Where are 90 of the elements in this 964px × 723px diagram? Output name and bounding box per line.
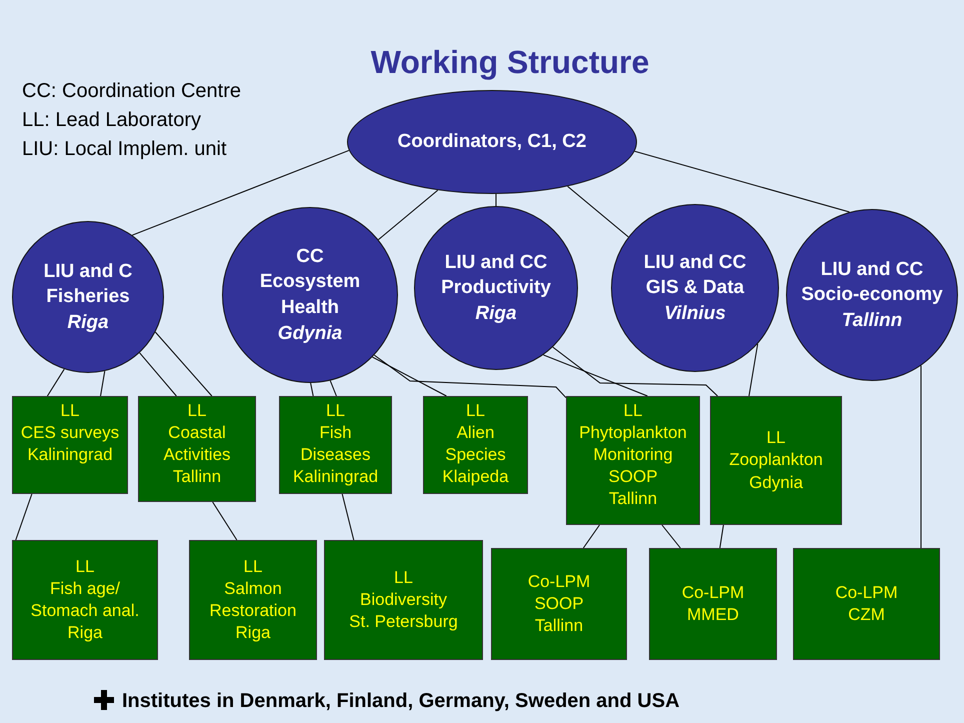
lab-box <box>649 548 777 660</box>
node-label: Co-LPM <box>682 582 744 604</box>
connector-line <box>212 502 238 540</box>
connector-line <box>342 494 354 540</box>
connector-line <box>15 494 32 540</box>
connector-line <box>920 365 922 548</box>
node-label: LL <box>326 400 345 422</box>
lab-box <box>12 396 128 494</box>
node-label: Riga <box>236 622 270 644</box>
connector-line <box>310 382 314 396</box>
abbreviation-note: CC: Coordination Centre <box>22 80 241 103</box>
connector-line <box>634 150 850 213</box>
connector-line <box>46 368 65 396</box>
connector-line <box>748 343 758 396</box>
node-label: Kaliningrad <box>292 466 378 488</box>
node-label: Gdynia <box>278 322 342 346</box>
diagram-title: Working Structure <box>370 44 650 81</box>
node-label: Ecosystem Health <box>258 270 362 320</box>
node-label: Riga <box>67 310 109 335</box>
node-label: Coordinators, C1, C2 <box>398 130 586 154</box>
connector-line <box>567 186 629 238</box>
node-label: Alien Species <box>444 422 507 466</box>
connector-line <box>132 150 350 236</box>
node-label: SOOP <box>534 592 584 615</box>
node-label: Fish age/ Stomach anal. <box>30 578 140 622</box>
connector-line <box>100 370 106 396</box>
node-label: Fish Diseases <box>300 422 372 466</box>
abbreviation-note: LIU: Local Implem. unit <box>22 138 227 161</box>
node-label: SOOP <box>608 466 658 488</box>
node-label: Tallinn <box>842 308 902 333</box>
connector-line <box>719 524 724 548</box>
node-label: LIU and CC <box>820 258 924 282</box>
node-label: LL <box>394 566 413 589</box>
lab-box <box>138 396 256 502</box>
node-label: GIS & Data <box>646 276 744 300</box>
node-label: CES surveys <box>20 422 120 444</box>
node-label: Co-LPM <box>835 582 898 604</box>
connector-line <box>378 190 438 240</box>
node-label: Phytoplankton Monitoring <box>578 422 688 466</box>
node-label: Tallinn <box>608 488 658 510</box>
abbreviation-note: LL: Lead Laboratory <box>22 109 202 132</box>
lab-box <box>423 396 528 494</box>
lab-box <box>279 396 392 494</box>
connector-line <box>154 332 212 396</box>
node-label: LIU and CC <box>644 250 746 275</box>
node-label: LIU and C <box>44 260 132 284</box>
node-label: LL <box>624 400 642 422</box>
node-label: Riga <box>475 302 517 326</box>
node-label: Tallinn <box>172 466 222 488</box>
lab-box <box>793 548 940 660</box>
node-label: Productivity <box>441 276 551 300</box>
node-label: LL <box>466 400 485 422</box>
node-label: Riga <box>68 622 102 644</box>
node-label: Fisheries <box>46 285 130 310</box>
lab-box <box>491 548 627 660</box>
lab-box <box>12 540 158 660</box>
connector-line <box>582 524 600 548</box>
connector-line <box>552 346 718 396</box>
node-label: Tallinn <box>534 615 584 638</box>
connector-line <box>372 356 447 396</box>
node-label: LL <box>60 400 80 422</box>
lab-box <box>710 396 842 525</box>
node-label: Socio-economy <box>801 283 943 308</box>
node-label: CZM <box>848 604 885 626</box>
node-label: MMED <box>687 604 739 626</box>
node-label: Kaliningrad <box>27 444 113 466</box>
lab-box <box>324 540 483 660</box>
connector-line <box>542 354 648 396</box>
node-label: St. Petersburg <box>349 611 458 634</box>
node-label: Salmon Restoration <box>208 578 298 622</box>
connector-line <box>374 354 566 398</box>
node-label: LL <box>766 427 786 450</box>
node-label: Gdynia <box>749 472 803 494</box>
node-label: Vilnius <box>664 302 726 326</box>
lab-box <box>566 396 700 525</box>
node-label: CC <box>296 244 324 269</box>
connector-line <box>330 380 337 396</box>
node-label: LL <box>244 556 262 578</box>
node-label: LL <box>188 400 206 422</box>
node-label: LIU and CC <box>444 250 548 275</box>
connector-line <box>662 524 681 548</box>
node-label: Coastal Activities <box>162 422 232 466</box>
node-label: LL <box>76 556 94 578</box>
footnote: Institutes in Denmark, Finland, Germany, Sweden and USA <box>122 690 680 713</box>
connector-line <box>139 352 177 396</box>
node-label: Zooplankton <box>729 449 823 472</box>
node-label: Co-LPM <box>528 570 590 593</box>
node-label: Biodiversity <box>360 588 447 611</box>
node-label: Klaipeda <box>442 466 509 488</box>
lab-box <box>189 540 317 660</box>
